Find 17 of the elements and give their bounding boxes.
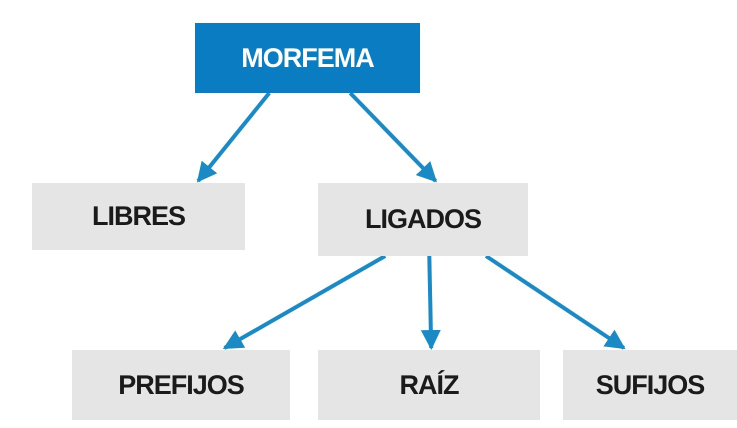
arrow [484, 254, 626, 350]
title-box [195, 23, 420, 93]
arrow [196, 92, 271, 183]
category-box [32, 183, 245, 250]
node-label: LIBRES [92, 201, 185, 232]
node-label: MORFEMA [241, 42, 374, 74]
node-label: SUFIJOS [596, 370, 704, 400]
category-box [318, 350, 540, 420]
category-box [563, 350, 737, 420]
node-label: LIGADOS [364, 204, 481, 235]
arrow [348, 92, 438, 182]
category-box [72, 350, 290, 420]
arrow [222, 254, 386, 350]
arrow [420, 256, 441, 350]
node-label: PREFIJOS [118, 370, 244, 400]
category-box [318, 183, 528, 256]
node-label: RAÍZ [400, 370, 458, 400]
